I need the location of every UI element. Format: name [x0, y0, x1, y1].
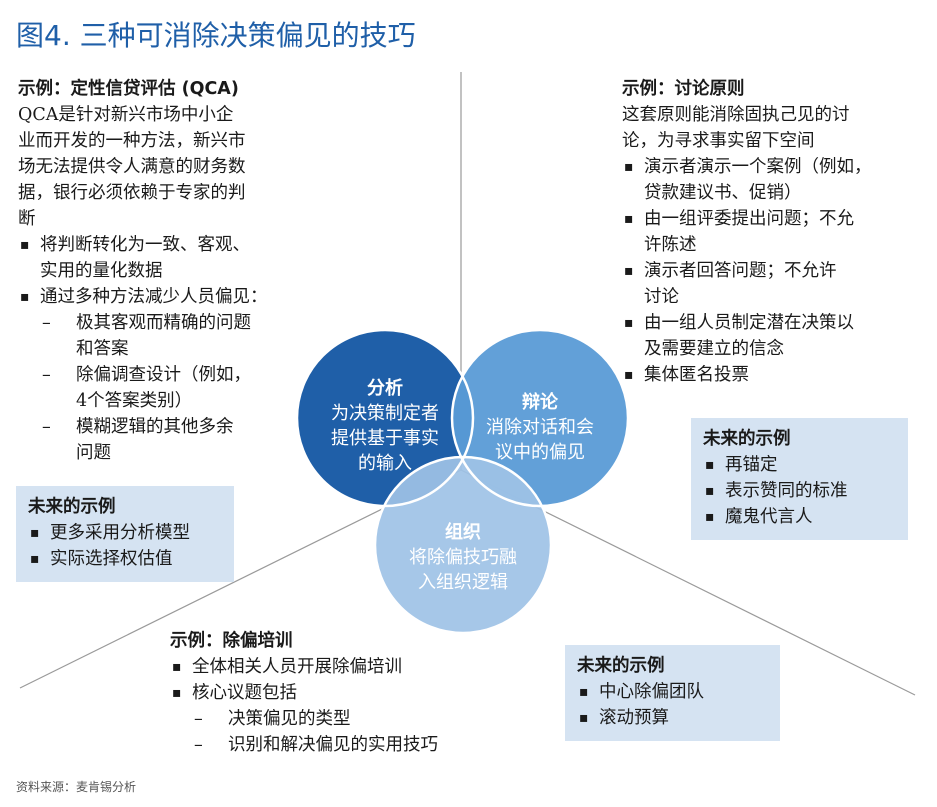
circle-debate — [452, 330, 628, 506]
future-examples-left: 未来的示例 更多采用分析模型 实际选择权估值 — [16, 486, 234, 582]
circle-analysis — [297, 330, 473, 506]
discussion-bullet-5: 集体匿名投票 — [622, 362, 922, 388]
discussion-section: 示例：讨论原则 这套原则能消除固执己见的讨 论，为寻求事实留下空间 演示者演示一… — [622, 76, 922, 388]
discussion-bullet-3: 演示者回答问题；不允许 讨论 — [622, 258, 922, 310]
training-section: 示例：除偏培训 全体相关人员开展除偏培训 核心议题包括 决策偏见的类型 识别和解… — [170, 628, 530, 758]
qca-sub-2: 除偏调查设计（例如， 4个答案类别） — [18, 362, 318, 414]
training-bullet-2: 核心议题包括 — [170, 680, 530, 706]
future-bottom-item: 滚动预算 — [577, 705, 770, 731]
future-bottom-item: 中心除偏团队 — [577, 679, 770, 705]
training-heading: 示例：除偏培训 — [170, 631, 293, 651]
future-left-item: 实际选择权估值 — [28, 546, 224, 572]
future-left-heading: 未来的示例 — [28, 497, 116, 517]
future-examples-right: 未来的示例 再锚定 表示赞同的标准 魔鬼代言人 — [691, 418, 908, 540]
analysis-label: 分析 为决策制定者 提供基于事实 的输入 — [331, 378, 439, 474]
qca-section: 示例：定性信贷评估 (QCA) QCA是针对新兴市场中小企 业而开发的一种方法，… — [18, 76, 318, 466]
circle-organization — [375, 457, 551, 633]
source-note: 资料来源：麦肯锡分析 — [16, 780, 137, 794]
organization-label: 组织 将除偏技巧融 入组织逻辑 — [409, 522, 517, 593]
training-sub-1: 决策偏见的类型 — [170, 706, 530, 732]
future-bottom-heading: 未来的示例 — [577, 656, 665, 676]
training-sub-2: 识别和解决偏见的实用技巧 — [170, 732, 530, 758]
discussion-bullet-1: 演示者演示一个案例（例如， 贷款建议书、促销） — [622, 154, 922, 206]
qca-sub-3: 模糊逻辑的其他多余 问题 — [18, 414, 318, 466]
future-right-heading: 未来的示例 — [703, 429, 791, 449]
qca-description: QCA是针对新兴市场中小企 业而开发的一种方法，新兴市 场无法提供令人满意的财务… — [18, 105, 246, 229]
qca-bullet-1: 将判断转化为一致、客观、 实用的量化数据 — [18, 232, 318, 284]
discussion-heading: 示例：讨论原则 — [622, 79, 745, 99]
future-examples-bottom: 未来的示例 中心除偏团队 滚动预算 — [565, 645, 780, 741]
future-right-item: 再锚定 — [703, 452, 898, 478]
discussion-description: 这套原则能消除固执己见的讨 论，为寻求事实留下空间 — [622, 105, 850, 151]
future-right-item: 魔鬼代言人 — [703, 504, 898, 530]
discussion-bullet-4: 由一组人员制定潜在决策以 及需要建立的信念 — [622, 310, 922, 362]
qca-bullet-2: 通过多种方法减少人员偏见： — [18, 284, 318, 310]
qca-sub-1: 极其客观而精确的问题 和答案 — [18, 310, 318, 362]
figure-title: 图4. 三种可消除决策偏见的技巧 — [16, 19, 416, 52]
debate-label: 辩论 消除对话和会 议中的偏见 — [486, 392, 594, 463]
qca-heading: 示例：定性信贷评估 (QCA) — [18, 79, 239, 99]
training-bullet-1: 全体相关人员开展除偏培训 — [170, 654, 530, 680]
future-right-item: 表示赞同的标准 — [703, 478, 898, 504]
discussion-bullet-2: 由一组评委提出问题；不允 许陈述 — [622, 206, 922, 258]
future-left-item: 更多采用分析模型 — [28, 520, 224, 546]
